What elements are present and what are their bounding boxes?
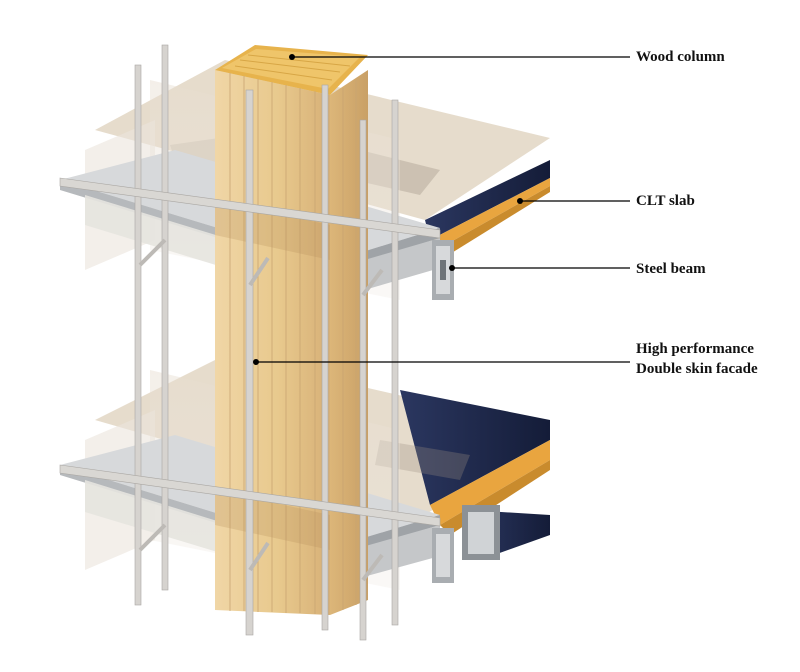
label-facade-line1: High performance — [636, 341, 754, 357]
wood-column — [215, 45, 368, 615]
dot-clt-slab — [517, 198, 523, 204]
label-facade-line2: Double skin facade — [636, 361, 758, 377]
leader-dots — [253, 54, 523, 365]
dot-facade — [253, 359, 259, 365]
label-wood-column: Wood column — [636, 49, 725, 65]
facade-brackets — [138, 238, 384, 582]
facade-transoms — [59, 177, 441, 527]
label-steel-beam: Steel beam — [636, 261, 706, 277]
dot-wood-column — [289, 54, 295, 60]
leader-lines — [256, 56, 630, 363]
label-clt-slab: CLT slab — [636, 193, 695, 209]
dot-steel-beam — [449, 265, 455, 271]
